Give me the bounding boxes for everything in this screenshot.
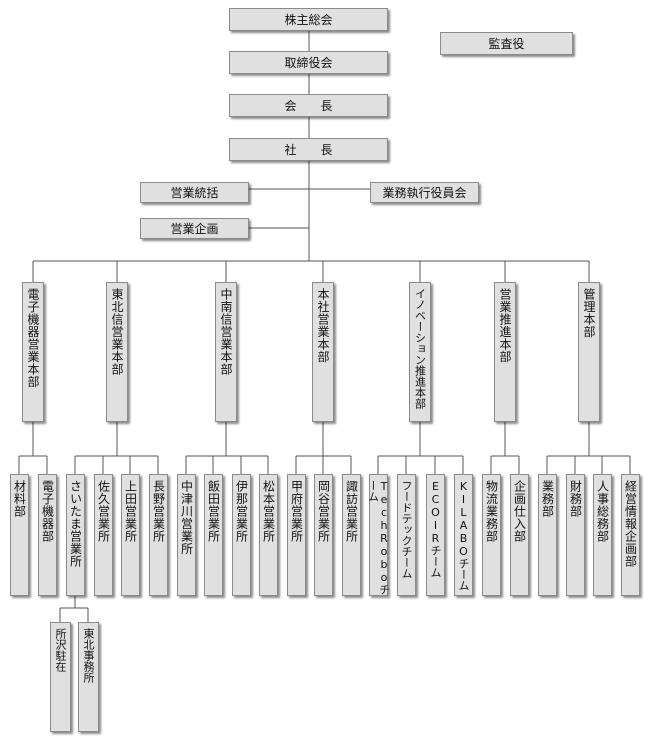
dept-label: 経営情報企画部	[623, 480, 638, 568]
dept-finance: 財務部	[566, 474, 585, 596]
dept-label: 長野営業所	[151, 480, 166, 543]
division-innovation: イノベーション推進本部	[409, 282, 431, 422]
division-label: 本社営業本部	[316, 288, 330, 363]
office-ina: 伊那営業所	[232, 474, 251, 596]
dept-electronics: 電子機器部	[38, 474, 57, 596]
dept-label: 甲府営業所	[289, 480, 304, 543]
chairman-label: 会 長	[284, 99, 333, 113]
executive-officers-label: 業務執行役員会	[382, 186, 467, 200]
dept-label: 財務部	[568, 480, 583, 518]
dept-label: 電子機器部	[40, 480, 55, 543]
office-suwa: 諏訪営業所	[342, 474, 361, 596]
sales-control-box: 営業統括	[140, 182, 249, 203]
team-label: フードテックチーム	[400, 480, 413, 579]
dept-label: 松本営業所	[261, 480, 276, 543]
sub-office-tohoku: 東北事務所	[78, 622, 99, 732]
auditor-label: 監査役	[488, 37, 525, 51]
team-label: KILABOチーム	[457, 480, 470, 591]
dept-label: 材料部	[12, 480, 27, 518]
team-foodtech: フードテックチーム	[397, 474, 416, 596]
dept-label: 諏訪営業所	[344, 480, 359, 543]
team-techrobo: TechRoboチーム	[366, 474, 391, 596]
dept-logistics: 物流業務部	[482, 474, 501, 596]
shareholders-label: 株主総会	[284, 13, 333, 27]
sub-office-label: 所沢駐在	[54, 628, 67, 672]
dept-materials: 材料部	[10, 474, 29, 596]
board-label: 取締役会	[284, 56, 333, 70]
president-box: 社 長	[229, 138, 388, 161]
office-iida: 飯田営業所	[204, 474, 223, 596]
office-ueda: 上田営業所	[121, 474, 140, 596]
division-electronics: 電子機器営業本部	[22, 282, 44, 422]
dept-label: 中津川営業所	[179, 480, 194, 555]
dept-label: 伊那営業所	[234, 480, 249, 543]
division-label: 営業推進本部	[498, 288, 512, 363]
division-label: 管理本部	[582, 288, 596, 338]
team-ecoir: ECOIRチーム	[426, 474, 445, 596]
shareholders-box: 株主総会	[229, 8, 388, 31]
dept-label: 岡谷営業所	[316, 480, 331, 543]
division-administration: 管理本部	[578, 282, 600, 422]
dept-label: 飯田営業所	[206, 480, 221, 543]
sales-planning-box: 営業企画	[140, 218, 249, 239]
sub-office-label: 東北事務所	[82, 628, 95, 683]
dept-label: 佐久営業所	[96, 480, 111, 543]
division-label: 中南信営業本部	[219, 288, 233, 376]
dept-label: 上田営業所	[123, 480, 138, 543]
dept-label: 人事総務部	[595, 480, 610, 543]
dept-label: 物流業務部	[484, 480, 499, 543]
division-label: イノベーション推進本部	[413, 288, 427, 409]
board-box: 取締役会	[229, 51, 388, 74]
team-label: TechRoboチーム	[366, 480, 391, 595]
president-label: 社 長	[284, 143, 333, 157]
division-label: 電子機器営業本部	[26, 288, 40, 388]
office-saitama: さいたま営業所	[66, 474, 85, 596]
dept-label: 業務部	[540, 480, 555, 518]
office-okaya: 岡谷営業所	[314, 474, 333, 596]
office-matsumoto: 松本営業所	[259, 474, 278, 596]
division-head-office: 本社営業本部	[312, 282, 334, 422]
sales-planning-label: 営業企画	[170, 222, 219, 236]
division-tohokushin: 東北信営業本部	[106, 282, 128, 422]
dept-label: さいたま営業所	[68, 480, 83, 568]
team-kilabo: KILABOチーム	[454, 474, 473, 596]
sales-control-label: 営業統括	[170, 186, 219, 200]
division-chunanshin: 中南信営業本部	[215, 282, 237, 422]
office-nakatsugawa: 中津川営業所	[177, 474, 196, 596]
office-kofu: 甲府営業所	[287, 474, 306, 596]
dept-management-information: 経営情報企画部	[621, 474, 640, 596]
dept-purchasing: 企画仕入部	[510, 474, 529, 596]
chairman-box: 会 長	[229, 94, 388, 117]
team-label: ECOIRチーム	[429, 480, 442, 578]
dept-hr-general-affairs: 人事総務部	[593, 474, 612, 596]
division-label: 東北信営業本部	[110, 288, 124, 376]
dept-label: 企画仕入部	[512, 480, 527, 543]
dept-operations: 業務部	[538, 474, 557, 596]
executive-officers-box: 業務執行役員会	[370, 182, 479, 203]
office-nagano: 長野営業所	[149, 474, 168, 596]
sub-office-tokorozawa: 所沢駐在	[50, 622, 71, 732]
auditor-box: 監査役	[440, 32, 573, 55]
division-sales-promotion: 営業推進本部	[494, 282, 516, 422]
office-saku: 佐久営業所	[94, 474, 113, 596]
